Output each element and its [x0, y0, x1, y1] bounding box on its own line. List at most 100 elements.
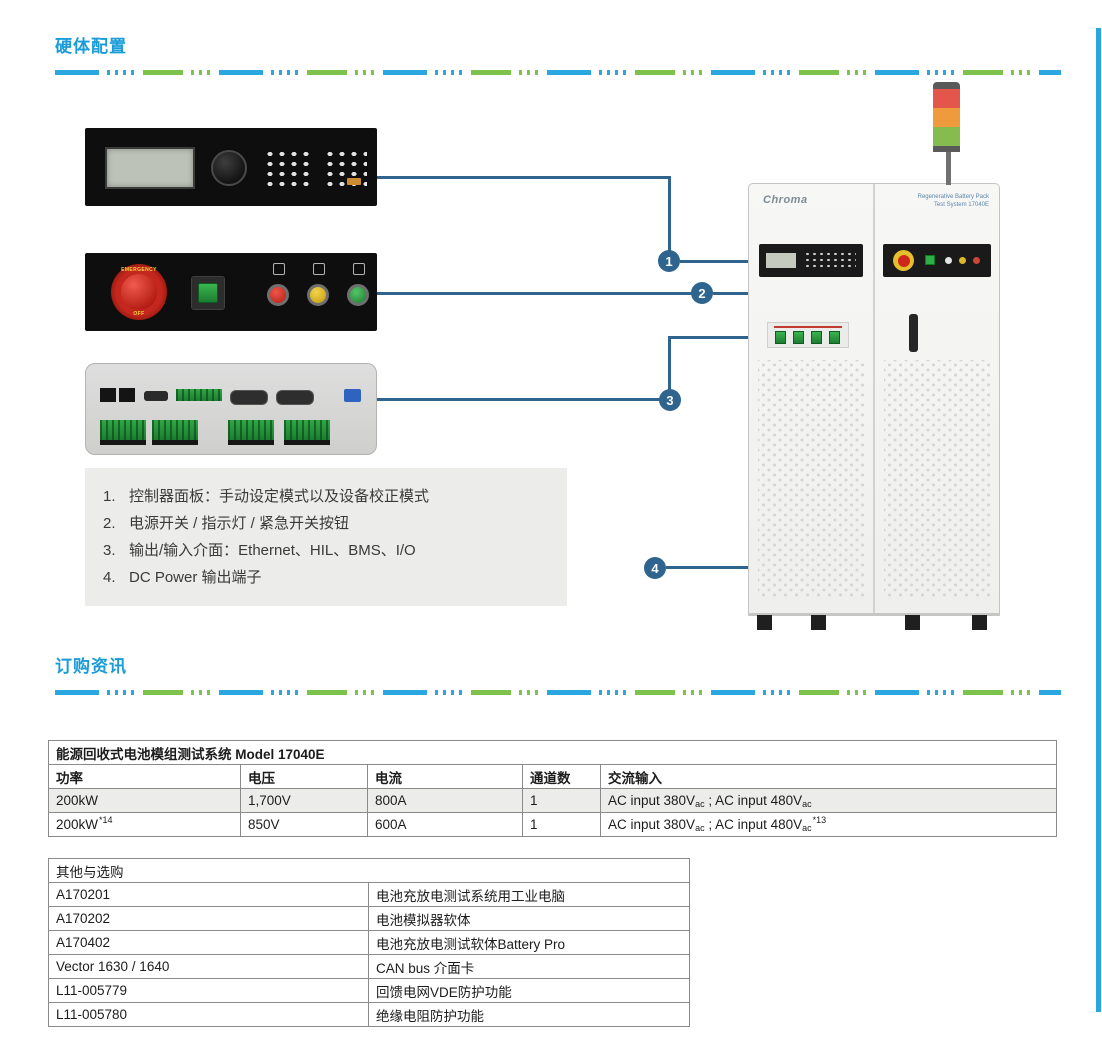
note-number: 3. [103, 542, 116, 559]
power-switch-base [191, 276, 225, 310]
green-indicator-button [347, 284, 369, 306]
controller-panel-photo [85, 128, 377, 206]
cabinet-breaker-panel [767, 322, 849, 348]
tower-light-amber [933, 108, 960, 127]
options-table-title: 其他与选购 [48, 858, 690, 883]
signal-tower-base [933, 146, 960, 152]
options-table-title-row: 其他与选购 [48, 858, 690, 883]
cell-model: L11-005779 [48, 978, 369, 1003]
terminal-block [284, 420, 330, 445]
hardware-section-title: 硬体配置 [55, 37, 127, 56]
cell-channels: 1 [522, 812, 601, 837]
cabinet-switch-panel [883, 244, 991, 277]
note-line: 1. 控制器面板：手动设定模式以及设备校正模式 [103, 483, 549, 510]
terminal-block [176, 389, 222, 401]
column-header: 功率 [48, 764, 241, 789]
section-divider [55, 690, 1061, 695]
signal-tower [933, 82, 960, 152]
signal-tower-cap [933, 82, 960, 89]
cell-ac-input: AC input 380Vac ; AC input 480Vac [599, 788, 1058, 813]
cell-current: 600A [367, 812, 523, 837]
note-text: 控制器面板：手动设定模式以及设备校正模式 [129, 488, 430, 505]
cabinet-controller-panel [759, 244, 863, 277]
table-row: L11-005780 绝缘电阻防护功能 [48, 1002, 690, 1027]
cell-current: 800A [367, 788, 523, 813]
callout-line [377, 398, 661, 401]
column-header: 电流 [367, 764, 523, 789]
cell-power: 200kW [48, 788, 241, 813]
cell-model: A170402 [48, 930, 369, 955]
cell-channels: 1 [522, 788, 601, 813]
cell-description: 电池充放电测试软体Battery Pro [368, 930, 690, 955]
terminal-block [152, 420, 198, 445]
indicator-lamp-yellow [959, 257, 966, 264]
cell-voltage: 850V [240, 812, 368, 837]
callout-line [377, 176, 670, 179]
cell-model: A170201 [48, 882, 369, 907]
cabinet-model-label: Regenerative Battery Pack Test System 17… [918, 193, 989, 209]
yellow-indicator-button [307, 284, 329, 306]
breaker-switch [775, 331, 786, 344]
table-row: A170202 电池模拟器软体 [48, 906, 690, 931]
power-indicator [925, 255, 935, 265]
callout-1-badge: 1 [658, 250, 680, 272]
breaker-switch [829, 331, 840, 344]
vent-grille-left [758, 360, 866, 598]
indicator-icon-1 [273, 263, 285, 275]
callout-line [377, 292, 693, 295]
red-indicator-button [267, 284, 289, 306]
column-header: 通道数 [522, 764, 601, 789]
spec-table: 能源回收式电池模组测试系统 Model 17040E 功率 电压 电流 通道数 … [47, 740, 1058, 837]
callout-line [680, 260, 758, 263]
ethernet-port [119, 388, 135, 402]
note-text: 电源开关 / 指示灯 / 紧急开关按钮 [129, 515, 350, 532]
table-row: A170402 电池充放电测试软体Battery Pro [48, 930, 690, 955]
callout-4-badge: 4 [644, 557, 666, 579]
cell-model: Vector 1630 / 1640 [48, 954, 369, 979]
indicator-lamp-red [973, 257, 980, 264]
blue-connector [344, 389, 361, 402]
table-row: 200kW*14 850V 600A 1 AC input 380Vac ; A… [48, 812, 1058, 837]
cabinet-emergency-stop [893, 250, 914, 271]
cabinet-foot [757, 615, 772, 630]
function-key [347, 178, 361, 185]
spec-table-title-row: 能源回收式电池模组测试系统 Model 17040E [47, 740, 1058, 765]
indicator-icon-3 [353, 263, 365, 275]
estop-label-top: EMERGENCY [121, 267, 157, 273]
page-edge-accent-bar [1096, 28, 1101, 1012]
terminal-block [228, 420, 274, 445]
cell-ac-input: AC input 380Vac ; AC input 480Vac*13 [599, 812, 1058, 837]
cabinet-foot [972, 615, 987, 630]
table-row: Vector 1630 / 1640 CAN bus 介面卡 [48, 954, 690, 979]
column-header: 电压 [240, 764, 368, 789]
cell-description: 绝缘电阻防护功能 [368, 1002, 690, 1027]
power-switch-panel-photo: EMERGENCY OFF [85, 253, 377, 331]
signal-tower-pole [946, 152, 951, 185]
emergency-stop-button: EMERGENCY OFF [111, 264, 167, 320]
ordering-section-title: 订购资讯 [55, 657, 127, 676]
tower-light-red [933, 89, 960, 108]
lcd-display [105, 147, 195, 189]
cell-voltage: 1,700V [240, 788, 368, 813]
callout-2-badge: 2 [691, 282, 713, 304]
vent-grille-right [884, 360, 992, 598]
breaker-switch [811, 331, 822, 344]
spec-table-header-row: 功率 电压 电流 通道数 交流输入 [48, 764, 1058, 789]
dsub-connector [276, 390, 314, 405]
cell-description: 电池模拟器软体 [368, 906, 690, 931]
callout-line [668, 336, 768, 339]
cabinet-base [748, 613, 1000, 616]
table-row: L11-005779 回馈电网VDE防护功能 [48, 978, 690, 1003]
note-number: 1. [103, 488, 116, 505]
door-handle [909, 314, 918, 352]
estop-cap [121, 274, 157, 310]
note-line: 2. 电源开关 / 指示灯 / 紧急开关按钮 [103, 510, 549, 537]
options-table: 其他与选购 A170201 电池充放电测试系统用工业电脑 A170202 电池模… [48, 858, 690, 1027]
estop-label-bottom: OFF [133, 311, 145, 317]
spec-table-title: 能源回收式电池模组测试系统 Model 17040E [47, 740, 1058, 765]
cell-model: L11-005780 [48, 1002, 369, 1027]
section-divider [55, 70, 1061, 75]
ethernet-port [100, 388, 116, 402]
indicator-lamp-white [945, 257, 952, 264]
